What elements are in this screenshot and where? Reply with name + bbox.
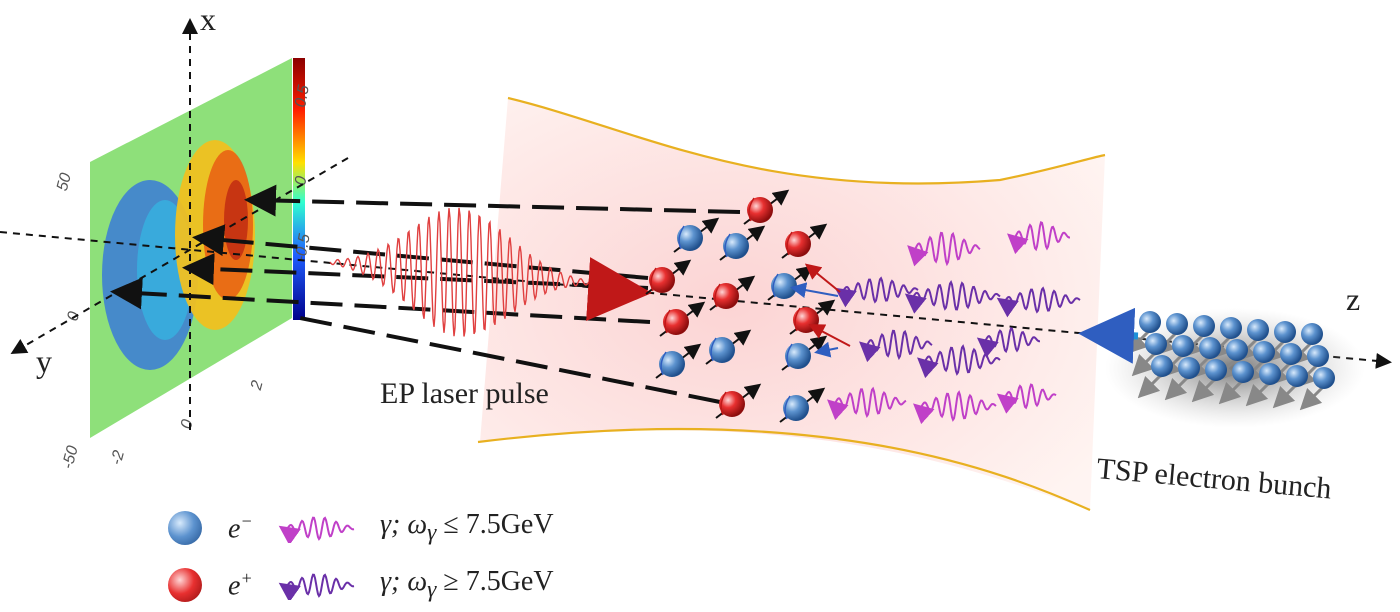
legend-positron: e+ γ; ωγ ≥ 7.5GeV bbox=[168, 565, 554, 605]
colorbar-tick-2: 0 bbox=[292, 175, 310, 187]
bunch-electron bbox=[1205, 359, 1227, 381]
y-axis-label: y bbox=[36, 343, 52, 379]
bunch-electron bbox=[1232, 361, 1254, 383]
bunch-electron bbox=[1178, 357, 1200, 379]
electron-particle bbox=[705, 329, 752, 365]
bunch-electron bbox=[1220, 317, 1242, 339]
emission-arrow bbox=[804, 263, 841, 293]
bunch-electron bbox=[1274, 321, 1296, 343]
tsp-electron-bunch bbox=[1125, 311, 1335, 411]
bunch-electron bbox=[1193, 315, 1215, 337]
bunch-electron bbox=[1307, 345, 1329, 367]
photon-wave-icon bbox=[278, 573, 355, 600]
positron-ball-icon bbox=[168, 568, 202, 602]
bunch-electron bbox=[1253, 341, 1275, 363]
bunch-electron bbox=[1280, 343, 1302, 365]
emission-arrow bbox=[790, 282, 839, 299]
bunch-electron bbox=[1139, 311, 1161, 333]
electron-ball-icon bbox=[168, 511, 202, 545]
x-axis-label: x bbox=[200, 1, 216, 37]
positron-particle bbox=[709, 275, 756, 311]
panel-tick-left-1: 50 bbox=[54, 171, 75, 193]
positron-particle bbox=[743, 189, 790, 225]
ep-laser-pulse bbox=[329, 207, 605, 337]
bunch-electron bbox=[1313, 367, 1335, 389]
colorbar bbox=[293, 58, 305, 320]
legend-electron-symbol: e− bbox=[228, 510, 253, 545]
positron-particle bbox=[781, 223, 828, 259]
photon-wave-icon bbox=[278, 516, 355, 543]
bunch-electron bbox=[1145, 333, 1167, 355]
envelope-lower-edge bbox=[477, 427, 1091, 512]
bunch-electron bbox=[1199, 337, 1221, 359]
electron-particle bbox=[655, 343, 702, 379]
bunch-direction-arrow bbox=[1078, 307, 1139, 364]
particles bbox=[645, 189, 851, 423]
bunch-electron bbox=[1247, 319, 1269, 341]
colorbar-tick-3: -0.5 bbox=[292, 232, 314, 262]
legend-electron-text: γ; ωγ ≤ 7.5GeV bbox=[380, 509, 554, 546]
electron-particle bbox=[719, 225, 766, 261]
panel-tick-left-3: -50 bbox=[59, 444, 81, 471]
emission-arrow bbox=[808, 324, 851, 347]
positron-particle bbox=[645, 259, 692, 295]
electron-particle bbox=[781, 335, 828, 371]
colorbar-tick-1: 0.5 bbox=[292, 84, 313, 109]
legend-positron-text: γ; ωγ ≥ 7.5GeV bbox=[380, 566, 554, 603]
bunch-electron bbox=[1259, 363, 1281, 385]
electron-particle bbox=[673, 217, 720, 253]
bunch-label: TSP electron bunch bbox=[1095, 452, 1332, 505]
panel-tick-bottom-2: 0 bbox=[178, 418, 197, 431]
laser-direction-arrow bbox=[586, 257, 652, 321]
positron-trajectories bbox=[110, 184, 741, 404]
bunch-electron bbox=[1301, 323, 1323, 345]
bunch-electron bbox=[1226, 339, 1248, 361]
panel-tick-bottom-1: -2 bbox=[108, 449, 128, 467]
emission-arrow bbox=[814, 341, 839, 358]
electron-particle bbox=[779, 387, 826, 423]
positron-particle bbox=[659, 301, 706, 337]
envelope-upper-edge bbox=[507, 96, 1106, 185]
laser-label: EP laser pulse bbox=[380, 377, 549, 410]
bunch-electron bbox=[1172, 335, 1194, 357]
panel-tick-bottom-3: 2 bbox=[248, 379, 267, 393]
z-axis-label: z bbox=[1346, 281, 1360, 317]
positron-particle bbox=[715, 383, 762, 419]
legend-positron-symbol: e+ bbox=[228, 567, 253, 602]
bunch-electron bbox=[1166, 313, 1188, 335]
laser-focus-envelope bbox=[480, 98, 1105, 510]
photon-emissions bbox=[827, 221, 1081, 425]
bunch-electron bbox=[1151, 355, 1173, 377]
legend-electron: e− γ; ωγ ≤ 7.5GeV bbox=[168, 508, 554, 548]
bunch-electron bbox=[1286, 365, 1308, 387]
